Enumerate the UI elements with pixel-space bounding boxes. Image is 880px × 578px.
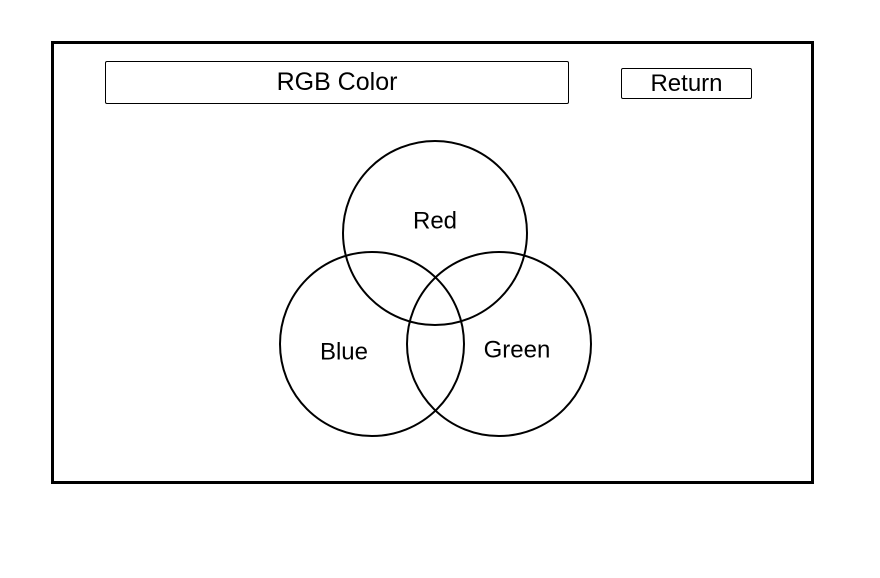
page-title: RGB Color	[105, 61, 569, 104]
blue-circle[interactable]	[279, 251, 465, 437]
green-region[interactable]: Green	[406, 251, 592, 437]
blue-label[interactable]: Blue	[320, 338, 368, 365]
return-button[interactable]: Return	[621, 68, 752, 99]
rgb-venn-diagram: Red Blue Green	[279, 140, 592, 437]
red-circle[interactable]	[342, 140, 528, 326]
rgb-color-screen: RGB Color Return Red Blue Green	[51, 41, 814, 484]
blue-region[interactable]: Blue	[279, 251, 465, 437]
green-circle[interactable]	[406, 251, 592, 437]
red-label[interactable]: Red	[413, 207, 457, 234]
red-region[interactable]: Red	[342, 140, 528, 326]
green-label[interactable]: Green	[484, 336, 551, 363]
